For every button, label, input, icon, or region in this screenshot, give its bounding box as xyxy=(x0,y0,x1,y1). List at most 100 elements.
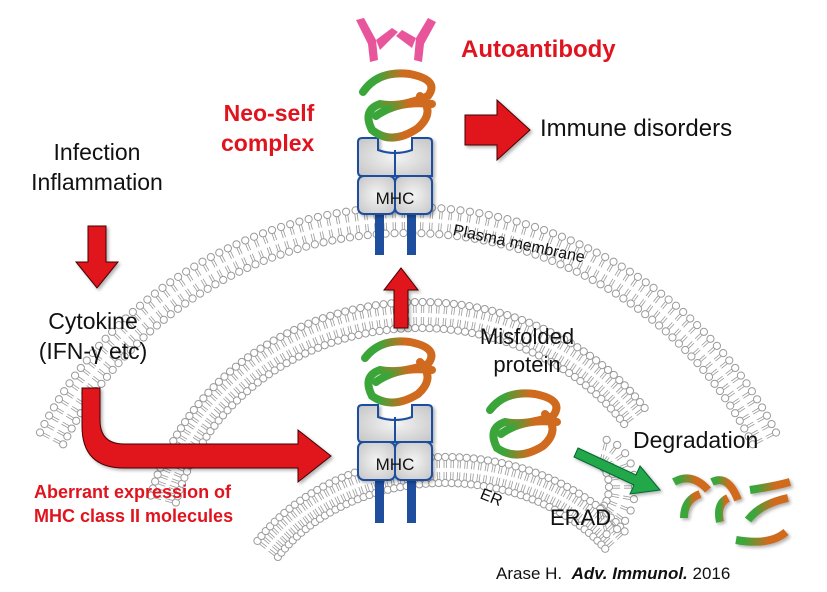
lipid-head xyxy=(592,390,601,399)
lipid-tail xyxy=(552,339,558,347)
lipid-head xyxy=(375,326,384,336)
lipid-tail xyxy=(761,424,769,429)
lipid-tail xyxy=(472,473,474,481)
lipid-tail xyxy=(51,418,59,423)
lipid-tail xyxy=(587,506,593,514)
lipid-head xyxy=(399,228,408,238)
lipid-tail xyxy=(354,324,358,332)
lipid-head xyxy=(114,359,123,368)
lipid-tail xyxy=(567,244,571,252)
lipid-tail xyxy=(753,409,760,415)
lipid-tail xyxy=(534,342,539,350)
lipid-head xyxy=(668,333,677,342)
lipid-tail xyxy=(345,215,347,223)
lipid-head xyxy=(231,362,240,371)
lipid-head xyxy=(311,316,320,325)
lipid-tail xyxy=(230,250,235,258)
lipid-head xyxy=(470,234,479,243)
lipid-tail xyxy=(497,466,501,474)
lipid-tail xyxy=(167,491,175,495)
lipid-tail xyxy=(367,310,370,318)
lipid-tail xyxy=(204,419,212,425)
lipid-head xyxy=(354,232,363,241)
lipid-tail xyxy=(82,370,90,376)
lipid-tail xyxy=(443,306,445,315)
lipid-tail xyxy=(176,467,184,472)
lipid-tail xyxy=(292,347,297,355)
lipid-tail xyxy=(755,437,763,442)
lipid-head xyxy=(88,348,97,358)
lipid-tail xyxy=(180,435,188,440)
lipid-tail xyxy=(634,408,642,415)
lipid-tail xyxy=(440,223,442,231)
lipid-tail xyxy=(523,227,527,236)
lipid-tail xyxy=(616,455,624,461)
lipid-head xyxy=(626,299,635,308)
lipid-tail xyxy=(620,505,628,509)
lipid-tail xyxy=(354,488,358,496)
lipid-tail xyxy=(625,397,632,404)
lipid-tail xyxy=(178,280,184,287)
lipid-tail xyxy=(702,341,709,348)
lipid-tail xyxy=(471,461,473,470)
lipid-tail xyxy=(294,523,301,530)
lipid-tail xyxy=(352,489,356,497)
lipid-head xyxy=(320,341,329,350)
lipid-tail xyxy=(282,339,288,347)
lipid-tail xyxy=(273,544,280,550)
lipid-tail xyxy=(491,464,494,473)
lipid-tail xyxy=(633,295,639,302)
lipid-tail xyxy=(340,494,345,502)
lipid-tail xyxy=(46,426,54,431)
lipid-tail xyxy=(593,269,598,277)
lipid-tail xyxy=(300,504,306,511)
lipid-tail xyxy=(726,370,734,376)
lipid-head xyxy=(573,343,582,352)
lipid-tail xyxy=(674,313,681,320)
lipid-tail xyxy=(369,309,372,318)
lipid-head xyxy=(704,372,714,381)
lipid-tail xyxy=(295,238,299,246)
lipid-tail xyxy=(279,537,286,544)
lipid-head xyxy=(767,419,776,429)
lipid-tail xyxy=(120,328,127,335)
lipid-tail xyxy=(282,229,286,238)
lipid-head xyxy=(609,370,618,380)
lipid-head xyxy=(435,230,444,239)
lipid-tail xyxy=(442,317,444,326)
lipid-tail xyxy=(492,326,496,335)
lipid-head xyxy=(235,267,244,276)
lipid-tail xyxy=(91,377,99,383)
lipid-tail xyxy=(630,278,636,286)
lipid-tail xyxy=(584,359,590,366)
lipid-tail xyxy=(653,295,659,302)
lipid-tail xyxy=(314,337,319,345)
lipid-head xyxy=(566,339,575,348)
lipid-tail xyxy=(603,275,608,282)
lipid-tail xyxy=(84,368,91,375)
lipid-tail xyxy=(174,471,182,476)
lipid-tail xyxy=(565,346,571,354)
lipid-tail xyxy=(556,239,560,247)
lipid-tail xyxy=(680,334,687,341)
lipid-tail xyxy=(56,409,63,415)
lipid-tail xyxy=(187,288,192,296)
lipid-head xyxy=(259,256,268,265)
lipid-tail xyxy=(638,299,644,306)
lipid-head xyxy=(126,345,135,355)
lipid-tail xyxy=(520,484,524,492)
lipid-head xyxy=(302,242,311,251)
citation: Arase H. Adv. Immunol. 2016 xyxy=(496,564,730,584)
citation-year: 2016 xyxy=(692,564,731,583)
lipid-tail xyxy=(667,322,673,329)
lipid-tail xyxy=(165,289,171,297)
lipid-tail xyxy=(713,354,720,360)
lipid-tail xyxy=(689,328,696,335)
lipid-tail xyxy=(77,378,84,384)
lipid-tail xyxy=(747,423,755,429)
lipid-tail xyxy=(741,391,749,397)
lipid-tail xyxy=(491,476,494,484)
lipid-tail xyxy=(683,321,689,328)
lipid-head xyxy=(611,409,620,418)
lipid-tail xyxy=(299,519,305,526)
